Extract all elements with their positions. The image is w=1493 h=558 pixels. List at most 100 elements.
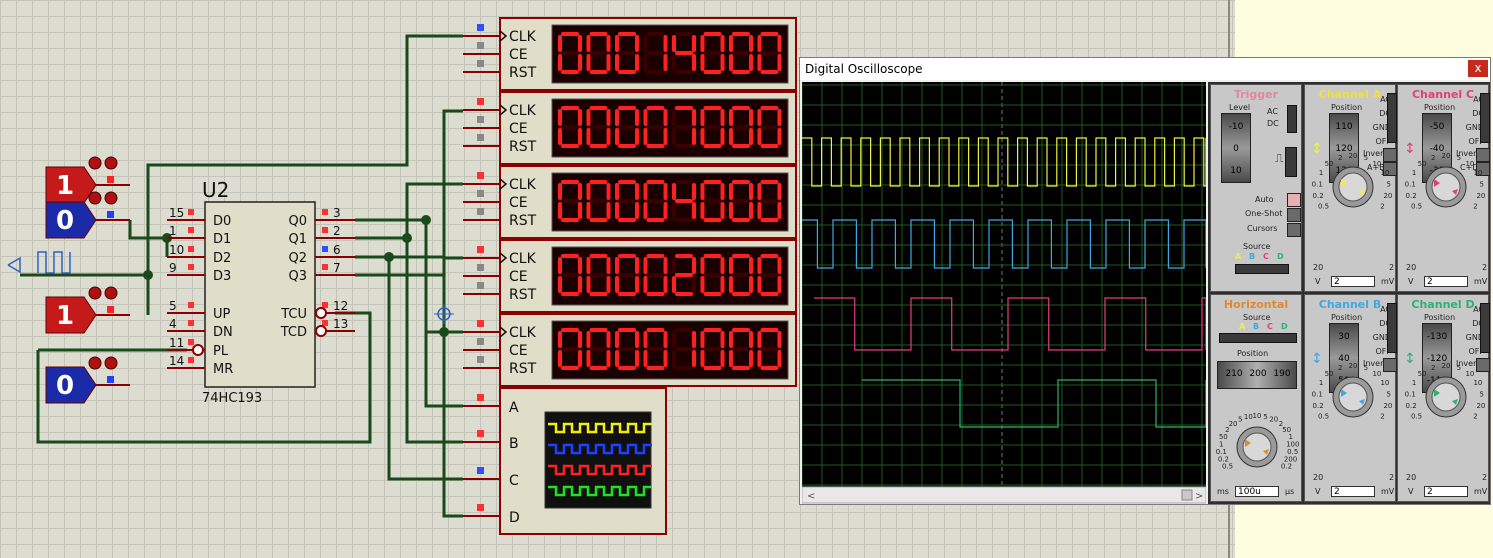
dial-tick-label: 1 [1219, 440, 1223, 448]
pin-name: CE [509, 47, 528, 63]
coupling-ac[interactable]: AC [1267, 107, 1278, 116]
preview-trace [548, 422, 652, 434]
counter-value: 00002000 [0, 0, 5, 1]
coupling-off[interactable]: OFF [1375, 347, 1392, 356]
pin-state [188, 320, 194, 326]
scale-value-field[interactable]: 2 [1331, 486, 1375, 497]
dial-tick-label: 0.1 [1312, 180, 1323, 188]
channel-c-title: Channel C [1411, 88, 1475, 101]
state-indicator [107, 211, 114, 218]
coupling-off[interactable]: OFF [1468, 137, 1485, 146]
source-b[interactable]: B [1253, 322, 1260, 331]
logic-state-label: 0 [56, 206, 74, 236]
scale-value-field[interactable]: 2 [1331, 276, 1375, 287]
close-button[interactable]: x [1468, 60, 1488, 77]
coupling-switch[interactable] [1480, 93, 1490, 143]
toggle-icon [88, 356, 102, 370]
unit-left: V [1315, 277, 1321, 286]
source-selector[interactable] [1219, 333, 1297, 343]
trigger-edge-switch[interactable] [1285, 147, 1297, 177]
invert-button[interactable] [1476, 148, 1490, 162]
coupling-switch[interactable] [1387, 93, 1397, 143]
source-a[interactable]: A [1235, 252, 1242, 261]
coupling-ac[interactable]: AC [1473, 305, 1484, 314]
state-indicator [107, 376, 114, 383]
coupling-dc[interactable]: DC [1472, 109, 1484, 118]
source-b[interactable]: B [1249, 252, 1256, 261]
pin-state [477, 246, 484, 253]
oscilloscope-titlebar[interactable]: Digital Oscilloscope x [800, 58, 1490, 80]
coupling-dc[interactable]: DC [1379, 319, 1391, 328]
pin-state [188, 302, 194, 308]
dial-tick-label: 20 [1442, 362, 1451, 370]
scale-value-field[interactable]: 2 [1424, 276, 1468, 287]
coupling-ac[interactable]: AC [1380, 95, 1391, 104]
pin-inverter [315, 325, 327, 337]
preview-trace [548, 485, 652, 497]
source-d[interactable]: D [1277, 252, 1284, 261]
pin-name: CLK [509, 251, 537, 267]
source-c[interactable]: C [1267, 322, 1273, 331]
cursors-button[interactable] [1287, 223, 1301, 237]
coupling-switch[interactable] [1480, 303, 1490, 353]
coupling-gnd[interactable]: GND [1372, 123, 1391, 132]
coupling-gnd[interactable]: GND [1372, 333, 1391, 342]
combine-button[interactable] [1383, 162, 1397, 176]
auto-button[interactable] [1287, 193, 1301, 207]
dial-tick-label: 1 [1319, 379, 1323, 387]
pin-state [322, 209, 328, 215]
invert-button[interactable] [1383, 148, 1397, 162]
source-d[interactable]: D [1281, 322, 1288, 331]
dial-tick-label: 0.5 [1411, 202, 1422, 210]
trigger-coupling-switch[interactable] [1287, 105, 1297, 133]
cursors-label: Cursors [1247, 224, 1278, 233]
junction-dot [421, 215, 431, 225]
coupling-dc[interactable]: DC [1379, 109, 1391, 118]
coupling-ac[interactable]: AC [1473, 95, 1484, 104]
scale-value-field[interactable]: 2 [1424, 486, 1468, 497]
position-arrow-icon: ↕ [1311, 141, 1323, 157]
logic-state-0: 1 [45, 156, 130, 204]
source-c[interactable]: C [1263, 252, 1269, 261]
dial-tick-label: 0.5 [1411, 412, 1422, 420]
unit-right: mV [1474, 487, 1488, 496]
dial-tick-label: 10 [1372, 370, 1381, 378]
coupling-gnd[interactable]: GND [1465, 333, 1484, 342]
invert-button[interactable] [1476, 358, 1490, 372]
coupling-switch[interactable] [1387, 303, 1397, 353]
knob-arrow-icon [1245, 439, 1251, 447]
pin-name: RST [509, 213, 537, 229]
scale-tick: 120 [1335, 144, 1353, 154]
dial-tick-label: 0.1 [1405, 180, 1416, 188]
one-shot-button[interactable] [1287, 208, 1301, 222]
pin-number: 5 [169, 299, 177, 313]
combine-button[interactable] [1476, 162, 1490, 176]
pin-state [477, 467, 484, 474]
logic-state-label: 0 [56, 371, 74, 401]
coupling-off[interactable]: OFF [1468, 347, 1485, 356]
coupling-gnd[interactable]: GND [1465, 123, 1484, 132]
source-a[interactable]: A [1239, 322, 1246, 331]
dial-tick-label: 10 [1473, 379, 1482, 387]
pin-number: 2 [333, 224, 341, 238]
dial-tick-label: 0.1 [1405, 390, 1416, 398]
state-indicator [107, 306, 114, 313]
coupling-off[interactable]: OFF [1375, 137, 1392, 146]
coupling-dc[interactable]: DC [1267, 119, 1279, 128]
invert-button[interactable] [1383, 358, 1397, 372]
pin-number: 12 [333, 299, 348, 313]
coupling-ac[interactable]: AC [1380, 305, 1391, 314]
coupling-dc[interactable]: DC [1472, 319, 1484, 328]
knob-arrow-icon [1359, 399, 1365, 405]
source-selector[interactable] [1235, 264, 1289, 274]
pin-state [188, 357, 194, 363]
timebase-field[interactable]: 100u [1235, 486, 1279, 497]
